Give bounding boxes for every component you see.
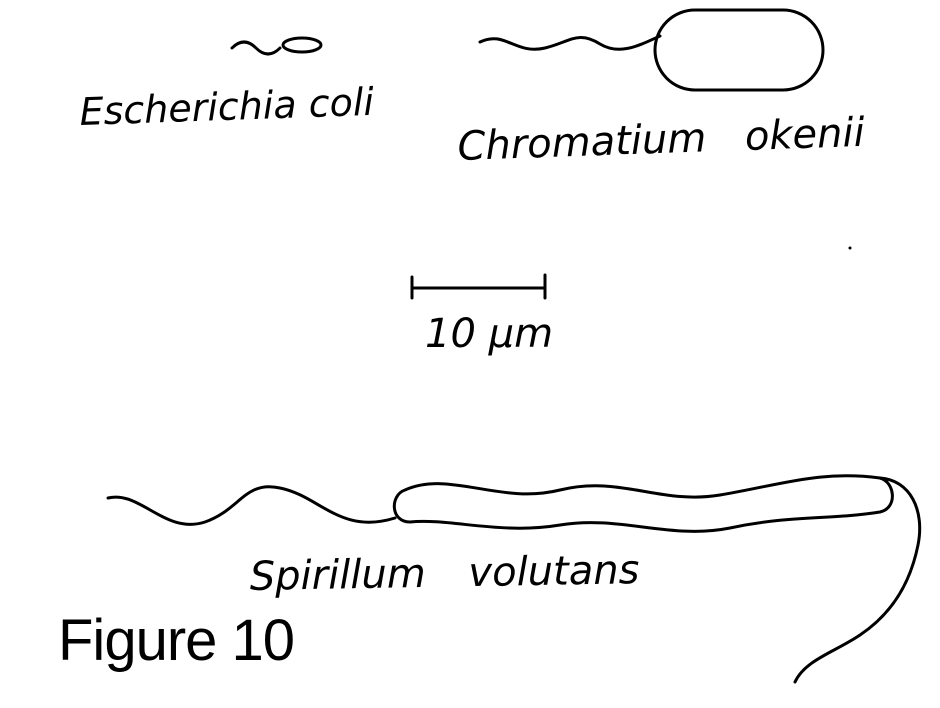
scale-bar — [410, 273, 547, 300]
chromatium-cell — [653, 8, 825, 92]
chromatium-drawing — [478, 8, 825, 92]
ecoli-cell — [281, 36, 323, 54]
stray-dot — [848, 246, 852, 250]
spirillum-right-flagellum — [793, 476, 922, 684]
spirillum-drawing — [106, 474, 922, 684]
chromatium-flagellum — [478, 34, 662, 51]
figure-caption: Figure 10 — [58, 608, 295, 673]
scale-bar-label: 10 µm — [425, 311, 553, 357]
spirillum-left-flagellum — [106, 485, 397, 526]
ecoli-label: Escherichia coli — [79, 80, 375, 134]
ecoli-flagellum — [230, 40, 282, 56]
spirillum-cell-body — [392, 474, 894, 533]
chromatium-label: Chromatium okenii — [457, 110, 866, 170]
ecoli-drawing — [230, 36, 323, 56]
spirillum-label: Spirillum volutans — [249, 547, 639, 600]
